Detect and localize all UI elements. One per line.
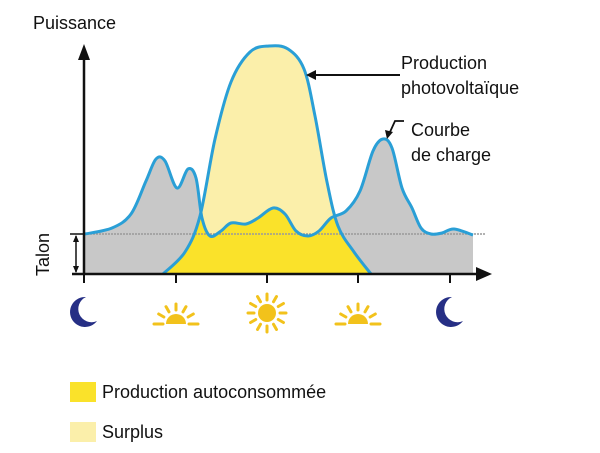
pv-label-1: Production bbox=[401, 53, 488, 73]
y-axis-arrow bbox=[78, 44, 90, 60]
load-curve bbox=[84, 137, 474, 238]
talon-arrow-up bbox=[73, 235, 79, 242]
legend-swatch-self-consumption bbox=[70, 382, 96, 402]
load-area bbox=[85, 138, 473, 274]
legend-label-surplus: Surplus bbox=[102, 422, 164, 442]
legend-label-self-consumption: Production autoconsommée bbox=[102, 382, 327, 402]
load-label-1: Courbe bbox=[411, 120, 471, 140]
talon-arrow-down bbox=[73, 266, 79, 273]
sun-icon bbox=[246, 292, 288, 334]
load-annotation-arrow bbox=[389, 120, 404, 133]
pv-arrow-head bbox=[306, 70, 316, 80]
moon-icon bbox=[70, 296, 97, 327]
sunset-icon bbox=[334, 302, 382, 326]
sunrise-icon bbox=[152, 302, 200, 326]
legend-swatch-surplus bbox=[70, 422, 96, 442]
load-arrow-head bbox=[385, 130, 393, 139]
load-label-2: de charge bbox=[411, 145, 492, 165]
talon-label: Talon bbox=[33, 232, 53, 276]
moon-icon bbox=[436, 296, 463, 327]
surplus-area bbox=[163, 45, 371, 274]
y-axis-label: Puissance bbox=[33, 13, 117, 33]
pv-label-2: photovoltaïque bbox=[401, 78, 520, 98]
x-axis-arrow bbox=[476, 267, 492, 281]
